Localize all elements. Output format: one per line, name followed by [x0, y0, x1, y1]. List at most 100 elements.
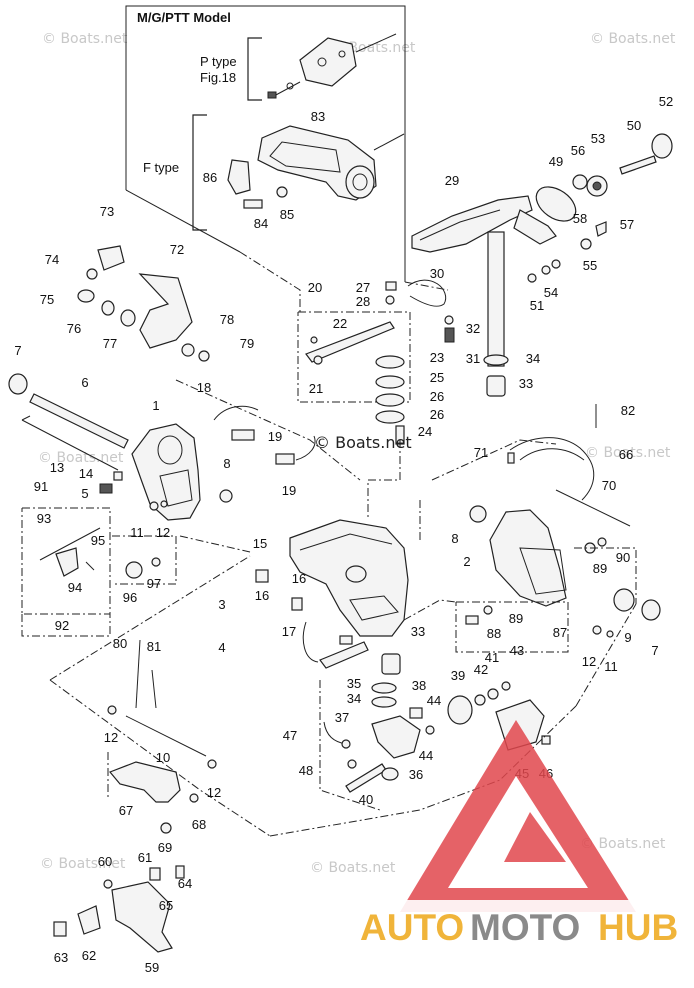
callout-97: 97 — [147, 576, 161, 591]
callout-44: 44 — [427, 693, 441, 708]
callout-12: 12 — [207, 785, 221, 800]
callout-60: 60 — [98, 854, 112, 869]
lower-left-assembly — [53, 639, 217, 953]
p-type-fig: Fig.18 — [200, 70, 236, 85]
logo-text-auto: AUTO — [360, 907, 464, 948]
callout-62: 62 — [82, 948, 96, 963]
logo-text-moto: MOTO — [470, 907, 580, 948]
callout-47: 47 — [283, 728, 297, 743]
lower-center-parts — [319, 641, 551, 793]
callout-34: 34 — [526, 351, 540, 366]
watermark-text: © Boats.net — [40, 856, 126, 872]
callout-32: 32 — [466, 321, 480, 336]
callout-86: 86 — [203, 170, 217, 185]
callout-53: 53 — [591, 131, 605, 146]
callout-14: 14 — [79, 466, 93, 481]
callout-58: 58 — [573, 211, 587, 226]
callout-12: 12 — [104, 730, 118, 745]
callout-26: 26 — [430, 389, 444, 404]
callout-59: 59 — [145, 960, 159, 975]
callout-15: 15 — [253, 536, 267, 551]
washer-stack — [375, 355, 405, 445]
watermark-text: © Boats.net — [580, 836, 666, 852]
callout-3: 3 — [218, 597, 225, 612]
callout-56: 56 — [571, 143, 585, 158]
callout-87: 87 — [553, 625, 567, 640]
f-type-label: F type — [143, 160, 179, 175]
callout-18: 18 — [197, 380, 211, 395]
callout-33: 33 — [411, 624, 425, 639]
callout-83: 83 — [311, 109, 325, 124]
model-box-title: M/G/PTT Model — [137, 10, 231, 25]
callout-10: 10 — [156, 750, 170, 765]
callout-1: 1 — [152, 398, 159, 413]
callout-36: 36 — [409, 767, 423, 782]
p-type-bracket-part — [267, 33, 397, 99]
callout-30: 30 — [430, 266, 444, 281]
f-type-clamp — [227, 125, 405, 209]
callout-89: 89 — [509, 611, 523, 626]
callout-2: 2 — [463, 554, 470, 569]
callout-16: 16 — [292, 571, 306, 586]
callout-23: 23 — [430, 350, 444, 365]
callout-8: 8 — [451, 531, 458, 546]
callout-5: 5 — [81, 486, 88, 501]
callout-70: 70 — [602, 478, 616, 493]
callout-50: 50 — [627, 118, 641, 133]
callout-20: 20 — [308, 280, 322, 295]
callout-49: 49 — [549, 154, 563, 169]
logo-text-hub: HUB — [598, 907, 678, 948]
callout-64: 64 — [178, 876, 192, 891]
callout-73: 73 — [100, 204, 114, 219]
watermark-text: © Boats.net — [42, 31, 128, 47]
callout-11: 11 — [130, 525, 144, 540]
callout-12: 12 — [156, 525, 170, 540]
callout-21: 21 — [309, 381, 323, 396]
leader-lines — [21, 251, 637, 837]
clamp-bracket-1 — [131, 423, 201, 521]
callout-12: 12 — [582, 654, 596, 669]
callout-84: 84 — [254, 216, 268, 231]
callout-4: 4 — [218, 640, 225, 655]
callout-67: 67 — [119, 803, 133, 818]
callout-66: 66 — [619, 447, 633, 462]
clamp-bracket-2 — [455, 404, 661, 653]
callout-44: 44 — [419, 748, 433, 763]
callout-28: 28 — [356, 294, 370, 309]
callout-22: 22 — [333, 316, 347, 331]
callout-85: 85 — [280, 207, 294, 222]
callout-72: 72 — [170, 242, 184, 257]
callout-40: 40 — [359, 792, 373, 807]
automotohub-logo: AUTO MOTO HUB — [356, 720, 690, 950]
callout-37: 37 — [335, 710, 349, 725]
callout-19: 19 — [268, 429, 282, 444]
callout-48: 48 — [299, 763, 313, 778]
callout-16: 16 — [255, 588, 269, 603]
callout-19: 19 — [282, 483, 296, 498]
callout-38: 38 — [412, 678, 426, 693]
callout-90: 90 — [616, 550, 630, 565]
callout-77: 77 — [103, 336, 117, 351]
callout-55: 55 — [583, 258, 597, 273]
callout-69: 69 — [158, 840, 172, 855]
callout-92: 92 — [55, 618, 69, 633]
callout-63: 63 — [54, 950, 68, 965]
callout-88: 88 — [487, 626, 501, 641]
f-type-bracket — [192, 114, 207, 231]
callout-81: 81 — [147, 639, 161, 654]
frame-20 — [297, 311, 411, 403]
callout-35: 35 — [347, 676, 361, 691]
callout-7: 7 — [14, 343, 21, 358]
callout-82: 82 — [621, 403, 635, 418]
copyright-text: © Boats.net — [314, 433, 412, 452]
callout-96: 96 — [123, 590, 137, 605]
callout-52: 52 — [659, 94, 673, 109]
callout-91: 91 — [34, 479, 48, 494]
callout-34: 34 — [347, 691, 361, 706]
callout-51: 51 — [530, 298, 544, 313]
callout-93: 93 — [37, 511, 51, 526]
callout-29: 29 — [445, 173, 459, 188]
lever-assembly-72-79 — [77, 245, 210, 362]
callout-9: 9 — [624, 630, 631, 645]
